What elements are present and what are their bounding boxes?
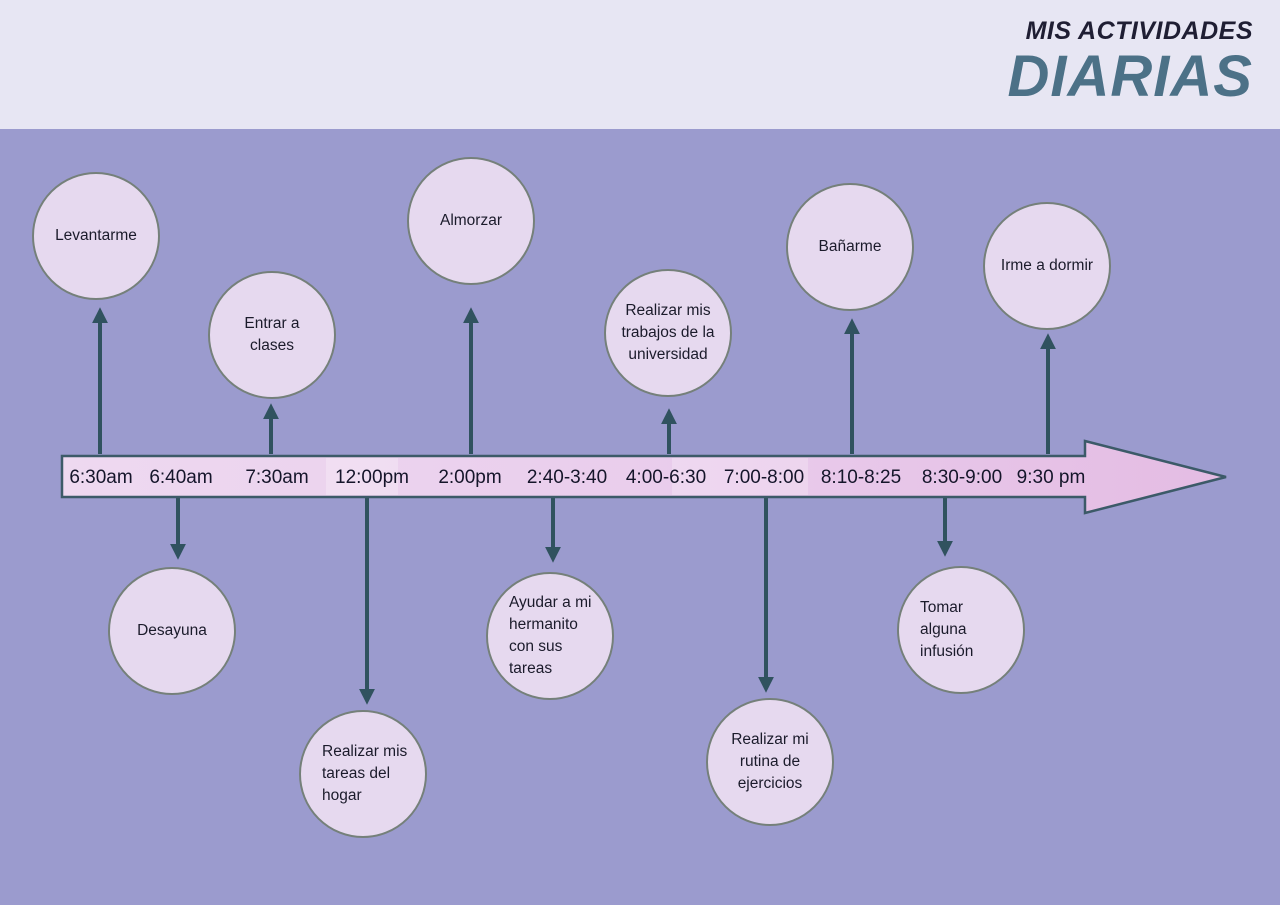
- activity-label: Entrar a clases: [244, 315, 300, 354]
- time-label: 8:30-9:00: [921, 467, 1003, 488]
- time-label: 6:30am: [69, 467, 133, 488]
- activity-label: Realizar mis trabajos de la universidad: [621, 302, 715, 363]
- activity-circle-desayuna: Desayuna: [108, 567, 236, 695]
- time-label: 7:00-8:00: [723, 467, 805, 488]
- activity-circle-levantarme: Levantarme: [32, 172, 160, 300]
- activity-circle-banarme: Bañarme: [786, 183, 914, 311]
- activity-label: Desayuna: [137, 622, 207, 639]
- time-label: 8:10-8:25: [820, 467, 902, 488]
- connector-arrows-above: [92, 307, 1056, 454]
- activity-label: Tomar alguna infusión: [920, 599, 974, 660]
- activity-circle-universidad: Realizar mis trabajos de la universidad: [604, 269, 732, 397]
- header: MIS ACTIVIDADES DIARIAS: [0, 0, 1280, 129]
- activity-label: Almorzar: [439, 212, 502, 229]
- activity-label: Levantarme: [55, 227, 137, 244]
- activity-circle-clases: Entrar a clases: [208, 271, 336, 399]
- activity-circle-hermanito: Ayudar a mi hermanito con sus tareas: [486, 572, 614, 700]
- activity-label: Bañarme: [818, 238, 882, 255]
- time-label: 9:30 pm: [1016, 467, 1086, 488]
- page-title: DIARIAS: [1007, 44, 1253, 109]
- time-label: 6:40am: [149, 467, 213, 488]
- time-label: 2:00pm: [438, 467, 502, 488]
- bar-highlight: [672, 458, 808, 495]
- time-label: 2:40-3:40: [526, 467, 608, 488]
- time-label: 7:30am: [245, 467, 309, 488]
- bar-highlight: [326, 458, 398, 495]
- header-kicker: MIS ACTIVIDADES: [1025, 17, 1253, 45]
- activity-label: Realizar mi rutina de ejercicios: [731, 731, 809, 792]
- activity-label: Realizar mis tareas del hogar: [322, 743, 408, 804]
- activity-circle-infusion: Tomar alguna infusión: [897, 566, 1025, 694]
- timeline-arrow-bar: [60, 439, 1227, 515]
- time-label: 12:00pm: [335, 467, 409, 488]
- activity-circle-ejercicios: Realizar mi rutina de ejercicios: [706, 698, 834, 826]
- connector-arrows-below: [170, 498, 953, 705]
- activity-circle-almorzar: Almorzar: [407, 157, 535, 285]
- time-label: 4:00-6:30: [625, 467, 707, 488]
- activity-circle-tareas-hogar: Realizar mis tareas del hogar: [299, 710, 427, 838]
- activity-label: Ayudar a mi hermanito con sus tareas: [509, 594, 592, 677]
- activity-label: Irme a dormir: [1000, 257, 1094, 274]
- activity-circle-dormir: Irme a dormir: [983, 202, 1111, 330]
